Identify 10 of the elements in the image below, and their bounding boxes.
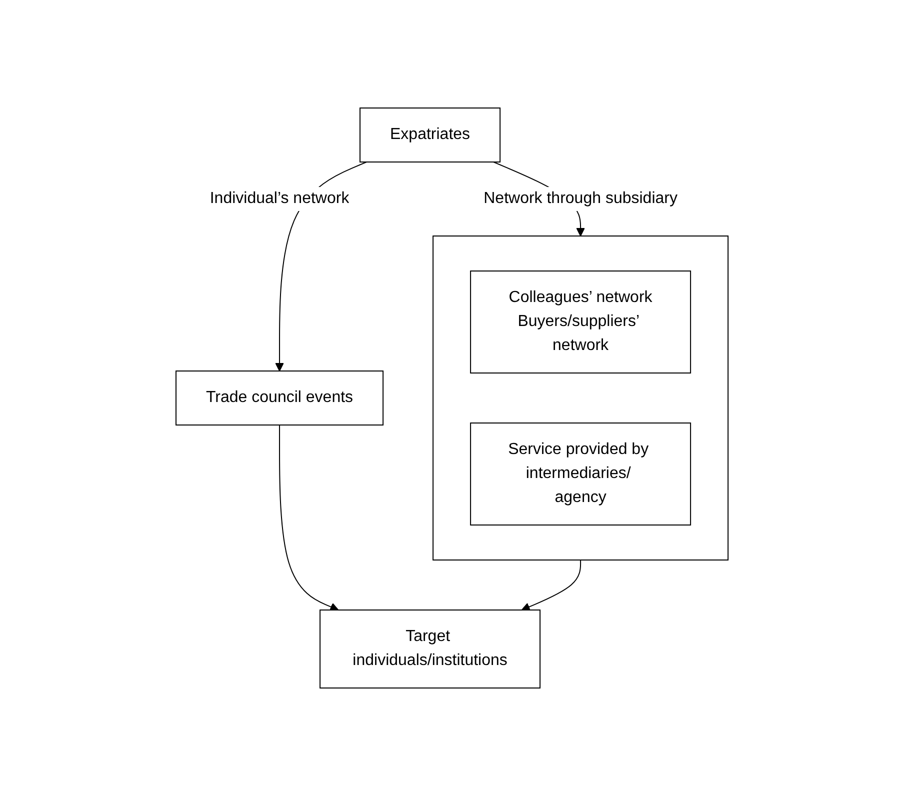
arrow (280, 424, 340, 611)
node-box: Service provided by intermediaries/ agency (470, 422, 692, 526)
node-box: Target individuals/institutions (320, 610, 541, 688)
node-box: Colleagues’ network Buyers/suppliers’ network (470, 270, 692, 374)
edge-label: Individual’s network (210, 190, 350, 207)
edge-label: Network through subsidiary (484, 190, 678, 207)
node-box: Expatriates (360, 108, 502, 162)
arrow (522, 560, 582, 611)
node-box: Trade council events (176, 370, 384, 426)
cluster (433, 236, 730, 560)
